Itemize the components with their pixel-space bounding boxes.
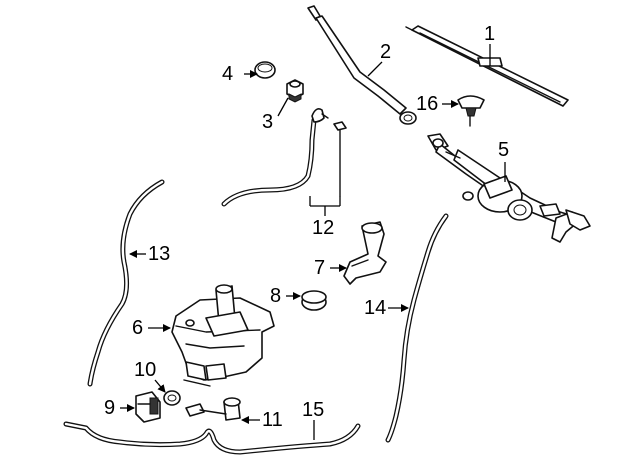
callout-13: 13	[148, 243, 171, 265]
callout-9: 9	[104, 397, 116, 419]
callout-1: 1	[484, 23, 496, 45]
washer-hose-13	[87, 179, 165, 387]
callout-4: 4	[222, 63, 234, 85]
callout-16: 16	[416, 93, 439, 115]
washer-hose-12	[221, 108, 347, 207]
cap	[254, 61, 276, 79]
callout-5: 5	[498, 139, 510, 161]
nut	[286, 79, 304, 103]
callout-6: 6	[132, 317, 144, 339]
washer-hose-15	[63, 421, 361, 455]
callout-8: 8	[270, 285, 282, 307]
callout-3: 3	[262, 111, 274, 133]
callout-12: 12	[312, 217, 335, 239]
callout-15: 15	[302, 399, 325, 421]
callout-2: 2	[380, 41, 392, 63]
grommet	[301, 290, 327, 311]
callout-11: 11	[262, 409, 283, 431]
callout-7: 7	[314, 257, 326, 279]
washer-pump	[135, 391, 161, 423]
callout-10: 10	[134, 359, 157, 381]
callout-14: 14	[364, 297, 387, 319]
filler-neck	[343, 221, 387, 285]
washer-reservoir	[171, 284, 275, 387]
leader-lines	[120, 44, 506, 440]
pump-seal	[163, 390, 181, 406]
washer-nozzle	[457, 95, 485, 127]
level-sensor	[185, 397, 241, 421]
wiper-arm	[307, 5, 417, 125]
washer-hose-14	[385, 213, 449, 443]
